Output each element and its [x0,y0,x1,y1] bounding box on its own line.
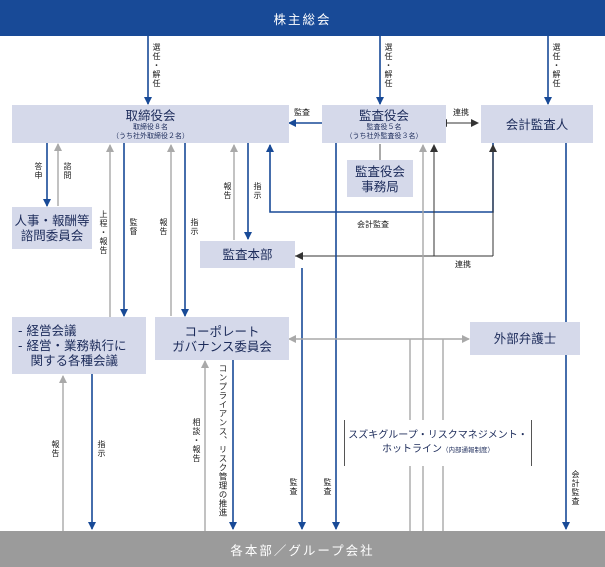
label-supervise: 監督 [129,218,138,236]
audit-division: 監査本部 [200,241,295,268]
nomination-compensation-committee: 人事・報酬等 諮問委員会 [12,207,92,249]
audit-board-office: 監査役会 事務局 [347,160,413,197]
label-governance-instruct: 指示 [190,218,199,236]
committee-line2: 諮問委員会 [20,228,84,243]
hotline-line1: スズキグループ・リスクマネジメント・ [348,430,528,441]
label-auditdiv-report: 報告 [223,182,232,200]
external-lawyer: 外部弁護士 [470,322,580,355]
corporate-governance-committee: コーポレート ガバナンス委員会 [155,317,289,360]
label-audit-to-board: 監査 [294,108,310,117]
divisions-group-companies: 各本部／グループ会社 [0,531,605,567]
board-line2: （うち社外取締役２名） [112,131,189,140]
hotline-line2-wrap: ホットライン（内部通報制度） [382,443,494,457]
label-auditdiv-instruct: 指示 [253,182,262,200]
governance-line2: ガバナンス委員会 [172,338,272,354]
audit-division-title: 監査本部 [222,247,273,262]
label-meetings-report: 報告 [51,440,60,458]
accounting-auditor: 会計監査人 [481,105,593,143]
label-consult: 諮問 [63,162,72,180]
hotline-line2: ホットライン [382,444,442,455]
label-accounting-audit-mid: 会計監査 [357,220,389,229]
governance-line1: コーポレート [184,323,260,339]
committee-line1: 人事・報酬等 [14,213,90,228]
label-governance-report: 報告 [159,218,168,236]
audit-office-line2: 事務局 [361,178,399,194]
label-auditdiv-down: 監査 [289,478,298,496]
meetings-line2: - 経営・業務執行に [18,338,127,353]
audit-and-supervisory-board: 監査役会 監査役５名 （うち社外監査役３名） [322,105,446,143]
risk-management-hotline: スズキグループ・リスクマネジメント・ ホットライン（内部通報制度） [344,420,532,466]
management-meetings: - 経営会議 - 経営・業務執行に 関する各種会議 [12,317,146,374]
shareholders-meeting: 株主総会 [0,0,605,36]
label-meetings-instruct: 指示 [97,440,106,458]
label-report-up: 上程・報告 [99,210,108,255]
board-of-directors: 取締役会 取締役８名 （うち社外取締役２名） [12,105,289,143]
board-line1: 取締役８名 [133,122,168,131]
board-title: 取締役会 [125,107,176,123]
label-elect-accounting: 選任・解任 [552,43,561,88]
label-consult-report: 相談・報告 [192,418,201,463]
hotline-note: （内部通報制度） [442,446,494,454]
audit-board-line2: （うち社外監査役３名） [345,131,423,140]
accounting-auditor-title: 会計監査人 [505,116,569,132]
label-elect-board: 選任・解任 [152,43,161,88]
audit-office-line1: 監査役会 [354,163,405,179]
meetings-line3: 関する各種会議 [18,353,119,368]
label-cooperation-top: 連携 [453,108,469,117]
label-cooperation-mid: 連携 [455,260,471,269]
label-reply: 答申 [34,162,43,180]
external-lawyer-title: 外部弁護士 [493,331,557,346]
label-elect-audit: 選任・解任 [384,43,393,88]
label-auditboard-down: 監査 [323,478,332,496]
label-compliance: コンプライアンス、リスク管理の推進 [217,364,227,517]
audit-board-title: 監査役会 [358,107,409,123]
meetings-line1: - 経営会議 [18,323,77,338]
label-accounting-audit-down: 会計監査 [571,470,580,506]
audit-board-line1: 監査役５名 [366,122,402,131]
